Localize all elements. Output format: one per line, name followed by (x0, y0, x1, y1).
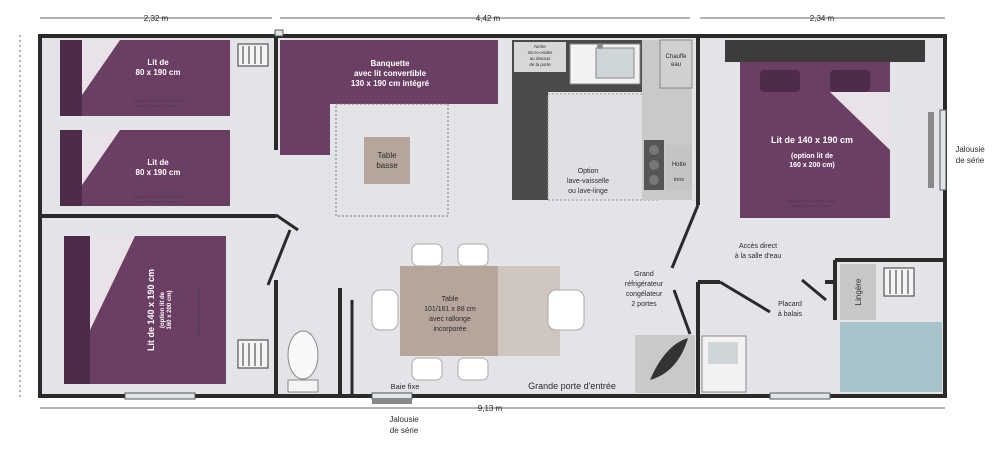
bed-left-labels: Lit de 140 x 190 cm (option lit de 160 x… (146, 269, 173, 351)
microwave-label-1: Niche (534, 44, 546, 49)
fridge-label-4: 2 portes (631, 301, 657, 308)
dishwasher-option-label-1: Option (578, 168, 599, 175)
door-swing (266, 213, 299, 286)
living-area-outline (335, 103, 449, 217)
shower (840, 322, 942, 392)
bed-right-maker-1: Matelas mousse "Grand Confort" (786, 199, 838, 203)
bed-top-2-label-1: Lit de (147, 158, 169, 167)
dim-total-length: 9,13 m (478, 404, 503, 413)
bathroom-access-label-2: à la salle d'eau (735, 253, 782, 260)
bed-top-2-label-2: 80 x 190 cm (136, 168, 181, 177)
bed-right-label-1: Lit de 140 x 190 cm (771, 135, 853, 145)
bed-top-1-label-2: 80 x 190 cm (136, 68, 181, 77)
broom-cupboard-label-1: Placard (778, 301, 802, 308)
bed-top-2 (60, 130, 230, 206)
dishwasher-option-label-2: lave-vaisselle (567, 178, 609, 185)
bed-right-maker-2: haute Résistance 23kg/m³ (792, 204, 833, 208)
water-heater (659, 39, 693, 89)
shutter-right-label-1: Jalousie (955, 145, 985, 154)
fridge-label-3: congélateur (626, 291, 663, 298)
microwave-label-2: micro-ondes (528, 50, 554, 55)
stove-icon (644, 140, 664, 190)
fixed-bay-label: Baie fixe (391, 382, 420, 391)
sink-icon (569, 43, 641, 85)
dining-table-label-1: Table (442, 296, 459, 303)
chair-icon (371, 243, 585, 381)
bed-top-1-maker-2: haute Résistance 23kg/m³ (138, 104, 179, 108)
bed-right-label-2: (option lit de (791, 153, 833, 160)
radiator-icon (237, 43, 269, 67)
radiator-icon (883, 267, 915, 297)
window (124, 29, 947, 400)
microwave-niche (514, 42, 566, 72)
coffee-table-label-2: basse (376, 161, 398, 170)
bed-top-1 (60, 40, 230, 116)
shutter-right (928, 112, 934, 188)
interior-walls (40, 36, 945, 396)
dishwasher-option-label-3: ou lave-linge (568, 188, 608, 195)
bed-left-label-1: Lit de 140 x 190 cm (146, 269, 156, 351)
bed-top-2-maker-2: haute Résistance 23kg/m³ (138, 200, 179, 204)
shutter-bottom (372, 398, 412, 404)
bed-top-2-maker-1: Matelas mousse "Grand Confort" (132, 195, 184, 199)
bathroom-basin (708, 342, 738, 364)
microwave-label-3: au dessus (530, 56, 551, 61)
hood-label-2: inox (674, 177, 684, 183)
sofa-label-1: Banquette (370, 59, 410, 68)
hood (666, 145, 692, 190)
linen-label: Lingère (854, 278, 863, 305)
dim-width-left: 2,32 m (144, 14, 169, 23)
radiator-icon (237, 339, 269, 369)
dim-width-right: 2,34 m (810, 14, 835, 23)
coffee-table (364, 137, 410, 184)
shutter-bottom-label-1: Jalousie (389, 415, 419, 424)
bed-left-label-2: (option lit de (160, 291, 166, 328)
bed-right-label-3: 160 x 200 cm) (789, 162, 835, 169)
coffee-table-label-1: Table (377, 151, 397, 160)
bathroom-access-label-1: Accès direct (739, 243, 777, 250)
door-swing (670, 204, 827, 335)
main-door-label: Grande porte d'entrée (528, 381, 616, 391)
bed-top-1-maker-1: Matelas mousse "Grand Confort" (132, 99, 184, 103)
dim-width-center: 4,42 m (476, 14, 501, 23)
bed-left-maker: Matelas mousse "Grand Confort" (197, 284, 201, 336)
microwave-label-4: de la porte (529, 62, 551, 67)
bed-right (740, 62, 890, 218)
sofa-label-3: 130 x 190 cm intégré (351, 79, 430, 88)
leaf-icon (650, 338, 688, 380)
bed-left-label-3: 160 x 200 cm) (167, 290, 173, 329)
shutter-bottom-label-2: de série (390, 426, 419, 435)
bed-left (64, 236, 226, 384)
water-heater-label-2: eau (671, 62, 681, 68)
broom-cupboard-label-2: à balais (778, 311, 803, 318)
dining-table-label-3: avec rallonge (429, 316, 471, 323)
shutter-right-label-2: de série (956, 156, 985, 165)
dining-table (400, 266, 498, 356)
dining-table-label-4: incorporée (433, 326, 466, 333)
water-heater-label-1: Chauffe (666, 54, 688, 60)
headboard (725, 40, 925, 62)
dining-table-label-2: 101/161 x 88 cm (424, 306, 476, 313)
linen-cupboard (840, 264, 876, 320)
fridge-label-2: réfrigérateur (625, 281, 664, 288)
hood-label-1: Hotte (672, 162, 687, 168)
toilet-icon (287, 330, 319, 393)
sofa (280, 40, 498, 155)
fridge-label-1: Grand (634, 271, 654, 278)
bed-top-1-label-1: Lit de (147, 58, 169, 67)
sofa-label-2: avec lit convertible (354, 69, 427, 78)
